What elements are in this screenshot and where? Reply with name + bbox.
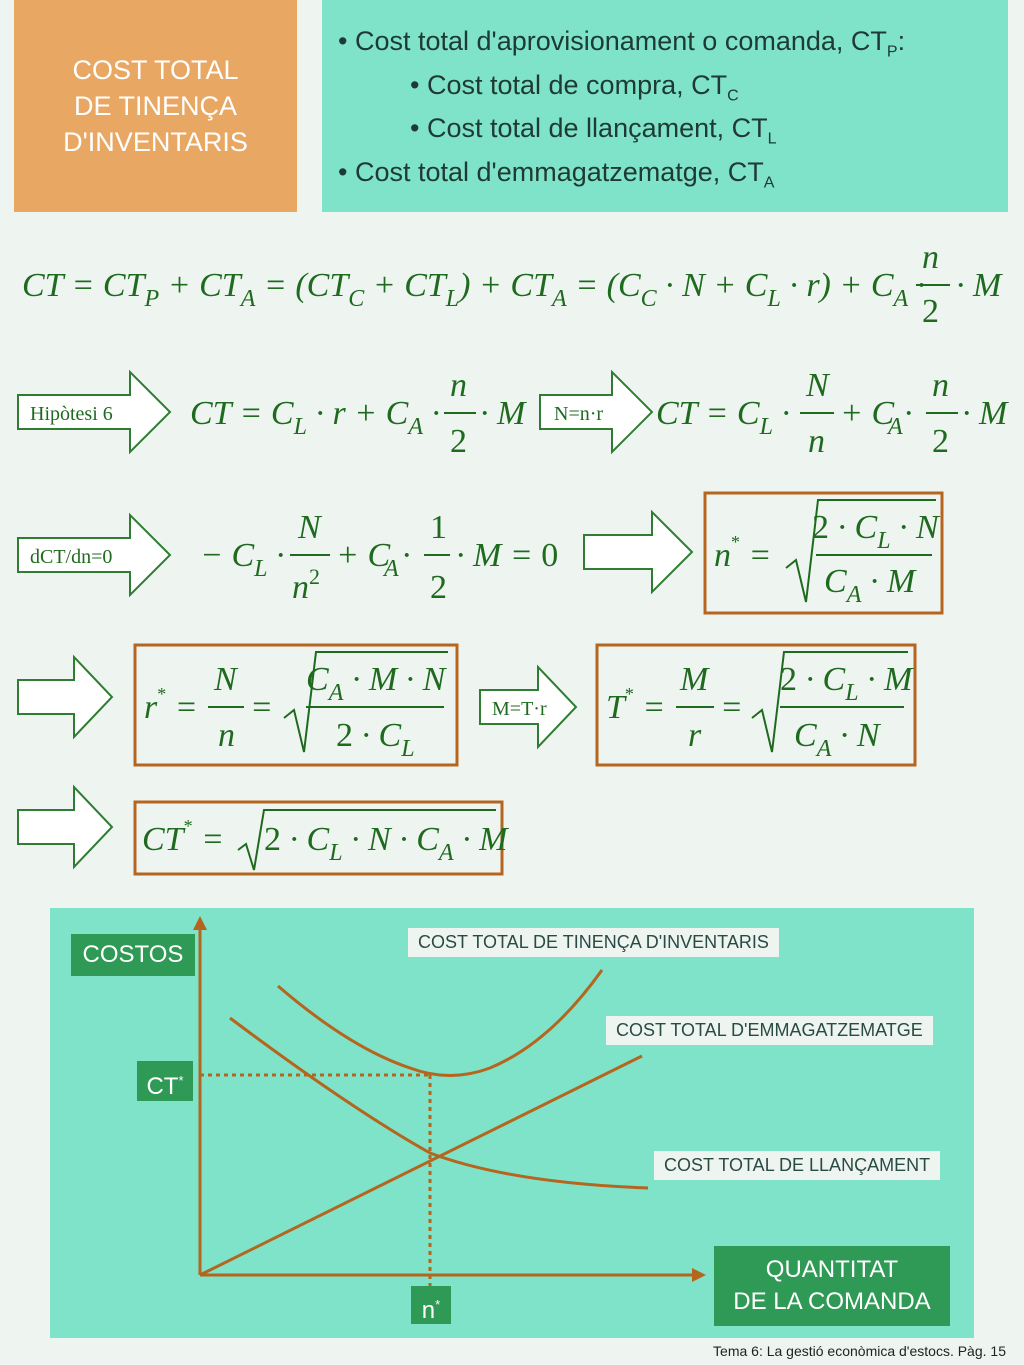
main-cost-equation: CT = CTP + CTA = (CTC + CTL) + CTA = (CC… — [22, 239, 1003, 330]
result-arrow-n — [583, 509, 694, 595]
svg-text:+ C: + C — [336, 537, 390, 574]
svg-text:n: n — [808, 423, 825, 460]
title-line-1: COST TOTAL — [72, 55, 239, 85]
svg-text:n: n — [450, 367, 467, 404]
title-line-3: D'INVENTARIS — [63, 127, 248, 157]
optimal-r-box: r* = N n = CA · M · N 2 · CL — [133, 643, 459, 767]
svg-text:n2: n2 — [292, 564, 320, 606]
svg-text:N: N — [297, 509, 323, 546]
derivative-arrow: dCT/dn=0 — [17, 512, 172, 598]
n-optimal-marker: n* — [411, 1286, 451, 1324]
formula-area: CT = CTP + CTA = (CTC + CTL) + CTA = (CC… — [17, 239, 1009, 876]
svg-text:CA · N: CA · N — [794, 717, 882, 762]
svg-text:·: · — [904, 395, 913, 432]
total-cost-curve — [277, 969, 604, 1077]
optimal-ct-box: CT* = 2 · CL · N · CA · M — [133, 800, 509, 876]
list-item-purchase: • Cost total de compra, CTC — [410, 70, 739, 105]
launch-cost-curve-label: COST TOTAL DE LLANÇAMENT — [654, 1151, 941, 1180]
svg-text:n: n — [922, 239, 939, 276]
svg-text:CA · M: CA · M — [824, 563, 917, 608]
svg-text:2 · CL: 2 · CL — [336, 717, 415, 762]
list-item-launch: • Cost total de llançament, CTL — [410, 113, 777, 148]
svg-text:·: · — [402, 537, 411, 574]
svg-text:r: r — [688, 717, 702, 754]
cost-chart — [193, 916, 706, 1286]
svg-text:2: 2 — [932, 423, 949, 460]
svg-text:T* =: T* = — [606, 684, 665, 726]
list-item-procurement: • Cost total d'aprovisionament o comanda… — [338, 26, 906, 61]
svg-text:1: 1 — [430, 509, 447, 546]
n-substitution-arrow: N=n·r — [539, 369, 654, 455]
svg-text:2: 2 — [922, 293, 939, 330]
m-substitution-label: M=T·r — [492, 698, 547, 720]
x-axis-arrowhead — [692, 1268, 706, 1282]
y-axis-label: COSTOS — [71, 934, 195, 976]
storage-cost-line-label: COST TOTAL D'EMMAGATZEMATGE — [606, 1016, 933, 1045]
list-item-storage: • Cost total d'emmagatzematge, CTA — [338, 157, 775, 192]
svg-text:n: n — [218, 717, 235, 754]
svg-text:· M = 0: · M = 0 — [456, 537, 558, 574]
optimal-n-box: n* = 2 · CL · N CA · M — [703, 491, 944, 615]
derivative-label: dCT/dn=0 — [30, 546, 112, 568]
svg-text:· M: · M — [480, 395, 527, 432]
hypothesis-label: Hipòtesi 6 — [30, 403, 113, 425]
y-axis-arrowhead — [193, 916, 207, 930]
n-substitution-label: N=n·r — [554, 403, 603, 425]
svg-text:2: 2 — [430, 569, 447, 606]
launch-cost-curve — [229, 1016, 649, 1190]
svg-text:· M: · M — [962, 395, 1009, 432]
svg-text:n* =: n* = — [714, 532, 771, 574]
page-footer: Tema 6: La gestió econòmica d'estocs. Pà… — [713, 1343, 1006, 1359]
title-box: COST TOTAL DE TINENÇA D'INVENTARIS — [14, 0, 297, 212]
svg-text:CT = CTP + CTA = (CTC + CTL) +: CT = CTP + CTA = (CTC + CTL) + CTA = (CC… — [22, 267, 925, 312]
total-cost-curve-label: COST TOTAL DE TINENÇA D'INVENTARIS — [408, 928, 779, 957]
svg-text:2 · CL · M: 2 · CL · M — [780, 661, 914, 706]
svg-text:CA · M · N: CA · M · N — [306, 661, 448, 706]
optimal-t-box: T* = M r = 2 · CL · M CA · N — [595, 643, 917, 767]
cost-components-list: • Cost total d'aprovisionament o comanda… — [322, 0, 1008, 212]
equation-derivative: − CL · N n2 + CA· 1 2 · M = 0 — [200, 509, 558, 606]
svg-text:n: n — [932, 367, 949, 404]
title-line-2: DE TINENÇA — [73, 91, 238, 121]
svg-text:CT = CL ·: CT = CL · — [656, 395, 790, 440]
result-arrow-ct — [17, 784, 114, 870]
equation-hypothesis: CT = CL · r + CA · n 2 · M — [190, 367, 527, 460]
svg-text:CT* =: CT* = — [142, 816, 224, 858]
svg-text:· M: · M — [956, 267, 1003, 304]
svg-text:− CL ·: − CL · — [200, 537, 284, 582]
svg-text:A: A — [886, 414, 903, 440]
svg-text:M: M — [679, 661, 710, 698]
svg-text:=: = — [720, 689, 743, 726]
svg-text:N: N — [213, 661, 239, 698]
result-arrow-r — [17, 654, 114, 740]
hypothesis-arrow: Hipòtesi 6 — [17, 369, 172, 455]
svg-text:N: N — [805, 367, 831, 404]
m-substitution-arrow: M=T·r — [479, 664, 578, 750]
svg-text:2 · CL · N · CA · M: 2 · CL · N · CA · M — [264, 821, 509, 866]
svg-text:r* =: r* = — [144, 684, 198, 726]
equation-substituted: CT = CL · N n + CA· n 2 · M — [656, 367, 1009, 460]
storage-cost-line — [199, 1054, 643, 1277]
svg-text:CT = CL · r + CA ·: CT = CL · r + CA · — [190, 395, 440, 440]
svg-text:+ C: + C — [840, 395, 894, 432]
svg-text:=: = — [250, 689, 273, 726]
svg-text:2: 2 — [450, 423, 467, 460]
svg-text:A: A — [382, 556, 399, 582]
ct-optimal-marker: CT* — [137, 1061, 193, 1101]
svg-text:2 · CL · N: 2 · CL · N — [812, 509, 941, 554]
